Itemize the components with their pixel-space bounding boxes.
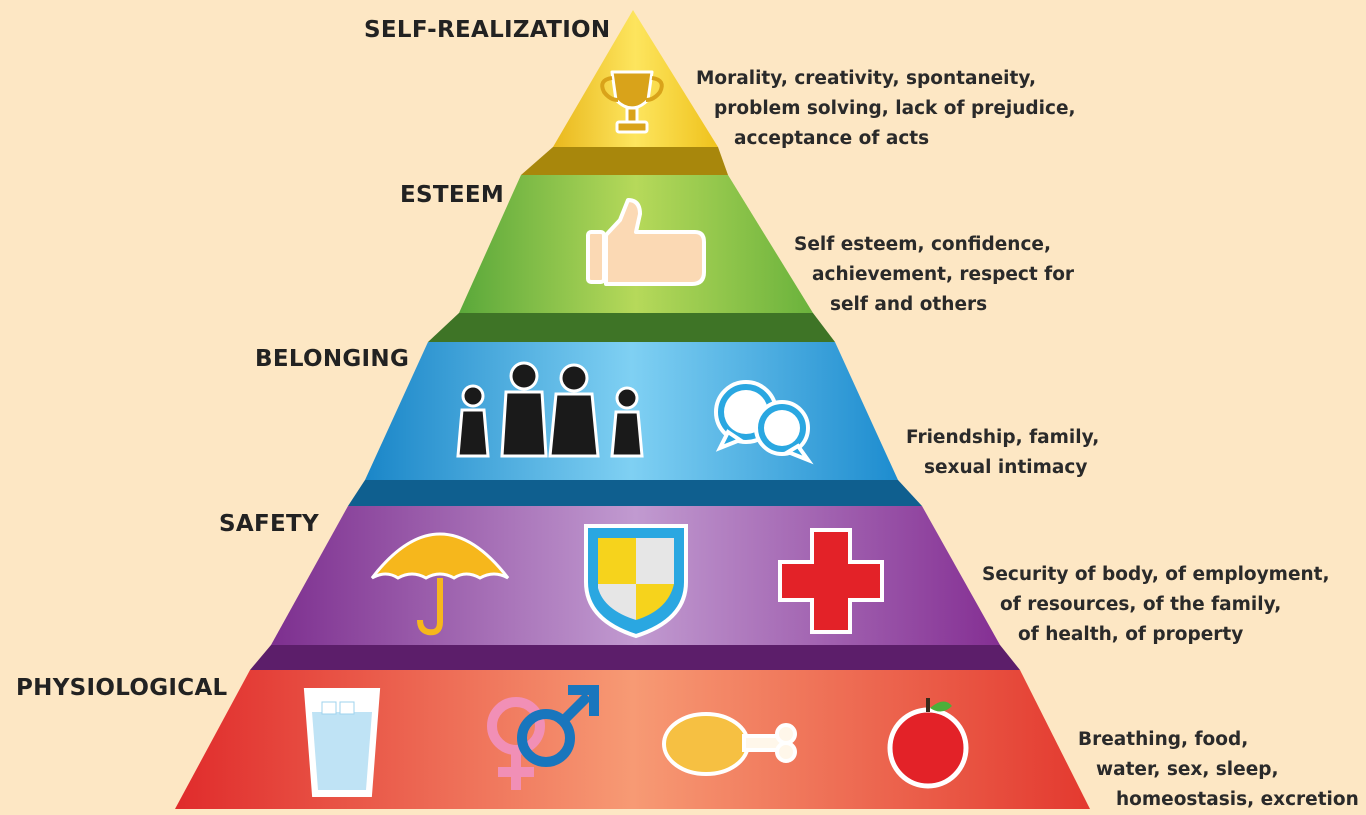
tier-physiological [175,670,1090,809]
level-title-safety: SAFETY [219,511,319,537]
description-line: acceptance of acts [734,128,930,149]
level-title-physiological: PHYSIOLOGICAL [16,675,228,701]
shield-icon [584,524,688,639]
speech-bubbles-icon [714,380,814,465]
gender-symbols-icon [487,685,599,790]
description-line: Self esteem, confidence, [794,234,1052,255]
level-description-esteem: Self esteem, confidence, achievement, re… [794,230,1074,320]
tier-connector [250,147,1020,670]
description-line: achievement, respect for [812,264,1075,285]
description-line: Security of body, of employment, [982,564,1330,585]
level-description-belonging: Friendship, family, sexual intimacy [906,423,1099,483]
description-line: sexual intimacy [924,457,1088,478]
level-title-esteem: ESTEEM [400,182,505,208]
umbrella-icon [370,532,510,636]
description-line: self and others [830,294,988,315]
apple-icon [887,698,969,789]
level-description-physiological: Breathing, food, water, sex, sleep, home… [1078,725,1359,815]
level-title-belonging: BELONGING [255,346,410,372]
description-line: homeostasis, excretion [1116,789,1359,810]
water-glass-icon [303,688,381,797]
description-line: of resources, of the family, [1000,594,1282,615]
level-title-self-realization: SELF-REALIZATION [364,17,611,43]
description-line: Friendship, family, [906,427,1100,448]
description-line: water, sex, sleep, [1096,759,1279,780]
description-line: Breathing, food, [1078,729,1249,750]
description-line: problem solving, lack of prejudice, [714,98,1076,119]
trophy-icon [600,70,664,134]
level-description-safety: Security of body, of employment, of reso… [982,560,1330,650]
thumbs-up-icon [586,198,706,286]
red-cross-icon [778,528,884,634]
level-description-self-realization: Morality, creativity, spontaneity, probl… [696,64,1076,154]
description-line: Morality, creativity, spontaneity, [696,68,1037,89]
family-icon [456,361,644,458]
chicken-leg-icon [662,712,797,776]
description-line: of health, of property [1018,624,1244,645]
